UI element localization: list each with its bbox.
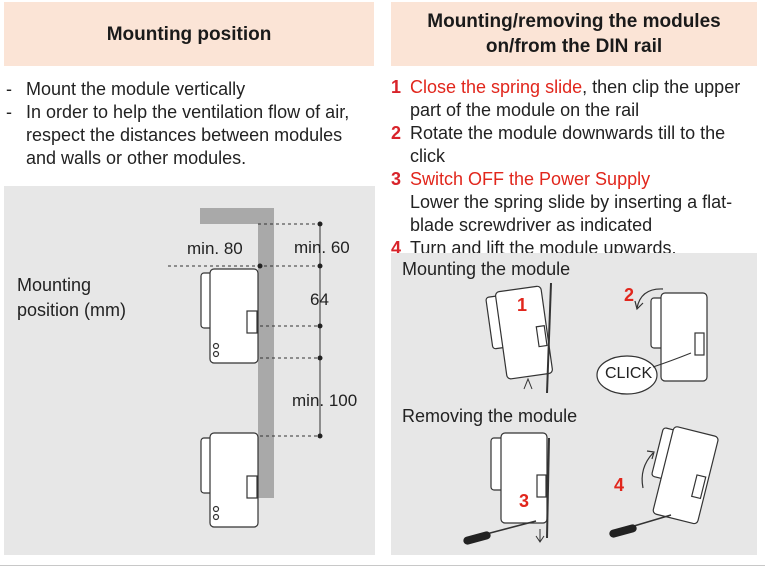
screwdriver-icon	[609, 524, 637, 538]
top-wall	[200, 208, 274, 224]
step-text: Lower the spring slide by inserting a fl…	[410, 192, 733, 235]
step-number: 3	[391, 169, 402, 189]
mounting-removing-header: Mounting/removing the modules on/from th…	[391, 2, 757, 66]
step-item: 2 Rotate the module downwards till to th…	[391, 122, 761, 168]
step-text: , then clip the upper part of the module…	[410, 77, 741, 120]
mounting-bullet-list: - Mount the module vertically - In order…	[6, 78, 376, 170]
bottom-divider	[0, 565, 765, 566]
bullet-item: - In order to help the ventilation flow …	[6, 101, 376, 170]
dim-min60-label: min. 60	[294, 238, 350, 257]
mounting-position-diagram: Mounting position (mm)	[4, 186, 375, 555]
remove-step4-module	[651, 426, 719, 525]
click-bubble	[596, 355, 658, 395]
mounting-diagram-svg	[168, 208, 323, 528]
step-text: Rotate the module downwards till to the …	[410, 123, 726, 166]
mounting-position-header: Mounting position	[4, 2, 374, 66]
bullet-text: In order to help the ventilation flow of…	[26, 102, 350, 168]
step-highlight: Close the spring slide	[410, 77, 583, 97]
mounting-module-title: Mounting the module	[402, 259, 571, 279]
dim-min80-label: min. 80	[187, 239, 243, 258]
mount-step2-module	[650, 292, 708, 382]
step-number: 4	[391, 238, 402, 258]
marker-2: 2	[624, 285, 635, 305]
dim-min100-label: min. 100	[292, 391, 358, 410]
upper-module	[200, 268, 259, 364]
mounting-removing-title: Mounting/removing the modules on/from th…	[427, 11, 721, 57]
bullet-item: - Mount the module vertically	[6, 79, 246, 99]
mounting-position-title: Mounting position	[106, 23, 272, 45]
steps-list: 1 Close the spring slide, then clip the …	[391, 76, 761, 260]
din-rail	[258, 208, 274, 498]
screwdriver-icon	[463, 531, 491, 545]
click-label: CLICK	[605, 365, 653, 382]
marker-3: 3	[519, 491, 530, 511]
step-number: 2	[391, 123, 402, 143]
diagram-label: Mounting position (mm)	[17, 275, 127, 320]
step-number: 1	[391, 77, 402, 97]
lower-module	[200, 432, 259, 528]
removing-module-title: Removing the module	[402, 406, 578, 426]
remove-step3-module	[490, 432, 548, 524]
bullet-text: Mount the module vertically	[26, 79, 246, 99]
mount-step1-module	[485, 285, 553, 380]
step-highlight: Switch OFF the Power Supply	[410, 169, 651, 189]
marker-4: 4	[614, 475, 625, 495]
marker-1: 1	[517, 295, 528, 315]
din-rail-illustration-svg	[463, 282, 719, 545]
dim-64-label: 64	[310, 290, 329, 309]
mounting-removing-illustration: Mounting the module Removing the module	[391, 253, 757, 555]
step-item: 1 Close the spring slide, then clip the …	[391, 76, 761, 122]
